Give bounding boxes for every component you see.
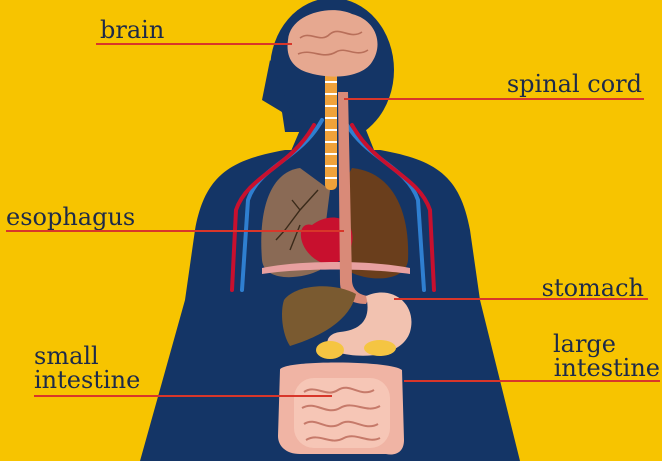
label-esophagus: esophagus: [6, 205, 135, 229]
label-large-intestine-line1: large: [553, 332, 616, 356]
brain-organ: [288, 10, 378, 76]
leader-line-spinal-cord: [344, 98, 644, 100]
label-stomach: stomach: [542, 276, 644, 300]
label-spinal-cord: spinal cord: [507, 72, 642, 96]
leader-line-small-intestine: [34, 395, 332, 397]
label-small-intestine-line1: small: [34, 344, 99, 368]
fat-right: [364, 340, 396, 356]
fat-left: [316, 341, 344, 359]
leader-line-large-intestine: [404, 380, 660, 382]
leader-line-stomach: [394, 298, 648, 300]
leader-line-esophagus: [6, 230, 344, 232]
leader-line-brain: [96, 43, 292, 45]
label-small-intestine-line2: intestine: [34, 368, 140, 392]
label-brain: brain: [100, 18, 164, 42]
label-large-intestine-line2: intestine: [554, 356, 660, 380]
